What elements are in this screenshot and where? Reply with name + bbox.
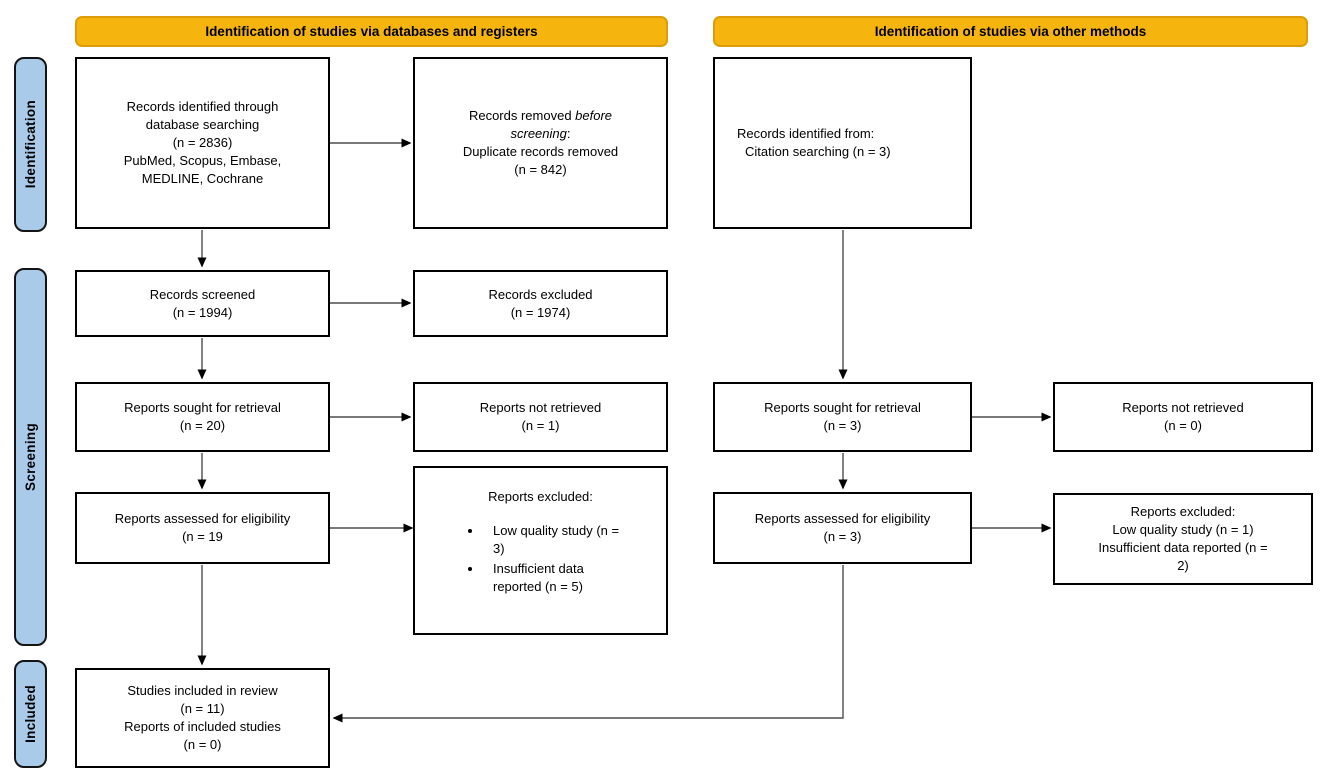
- box-records-other-line1: Records identified from:: [737, 126, 875, 142]
- box-records-removed-title: Records removed before screening:: [468, 108, 613, 142]
- stage-identification-text: Identification: [23, 100, 38, 189]
- box-records-removed-detail: Duplicate records removed (n = 842): [462, 144, 619, 177]
- box-reports-assessed-eligibility-databases: Reports assessed for eligibility (n = 19: [75, 492, 330, 564]
- box-records-screened-text: Records screened (n = 1994): [149, 286, 256, 320]
- banner-databases-label: Identification of studies via databases …: [205, 24, 538, 39]
- box-records-identified-other-methods: Records identified from: Citation search…: [713, 57, 972, 229]
- box-reports-excluded-db-list: Low quality study (n = 3) Insufficient d…: [423, 522, 619, 598]
- box-reports-assessed-other-text: Reports assessed for eligibility (n = 3): [754, 511, 931, 544]
- box-records-excluded-text: Records excluded (n = 1974): [488, 286, 593, 320]
- exclusion-reason-item: Low quality study (n = 3): [483, 522, 619, 558]
- box-records-screened: Records screened (n = 1994): [75, 270, 330, 337]
- stage-label-screening: Screening: [14, 268, 47, 646]
- box-reports-excluded-other: Reports excluded: Low quality study (n =…: [1053, 493, 1313, 585]
- box-reports-excluded-db-title: Reports excluded:: [488, 489, 593, 504]
- stage-label-included: Included: [14, 660, 47, 768]
- box-reports-not-retrieved-db-text: Reports not retrieved (n = 1): [479, 400, 602, 433]
- box-reports-sought-retrieval-databases: Reports sought for retrieval (n = 20): [75, 382, 330, 452]
- box-reports-not-retrieved-databases: Reports not retrieved (n = 1): [413, 382, 668, 452]
- box-reports-sought-retrieval-other: Reports sought for retrieval (n = 3): [713, 382, 972, 452]
- box-reports-excluded-other-text: Reports excluded: Low quality study (n =…: [1098, 504, 1268, 573]
- box-records-identified: Records identified through database sear…: [75, 57, 330, 229]
- box-reports-assessed-db-text: Reports assessed for eligibility (n = 19: [114, 511, 291, 544]
- box-reports-not-retrieved-other: Reports not retrieved (n = 0): [1053, 382, 1313, 452]
- box-reports-sought-other-text: Reports sought for retrieval (n = 3): [764, 400, 921, 433]
- exclusion-reason-item: Insufficient data reported (n = 5): [483, 560, 619, 596]
- box-reports-sought-db-text: Reports sought for retrieval (n = 20): [124, 400, 281, 433]
- stage-included-text: Included: [23, 685, 38, 743]
- box-records-other-line2: Citation searching (n = 3): [745, 144, 891, 159]
- stage-label-identification: Identification: [14, 57, 47, 232]
- box-records-removed-before-screening: Records removed before screening: Duplic…: [413, 57, 668, 229]
- box-records-identified-text: Records identified through database sear…: [123, 99, 282, 186]
- banner-databases-registers: Identification of studies via databases …: [75, 16, 668, 47]
- box-reports-not-retrieved-other-text: Reports not retrieved (n = 0): [1122, 400, 1244, 433]
- box-studies-included: Studies included in review (n = 11) Repo…: [75, 668, 330, 768]
- banner-other-label: Identification of studies via other meth…: [874, 24, 1147, 39]
- box-studies-included-text: Studies included in review (n = 11) Repo…: [124, 683, 281, 752]
- box-reports-assessed-eligibility-other: Reports assessed for eligibility (n = 3): [713, 492, 972, 564]
- stage-screening-text: Screening: [23, 423, 38, 491]
- box-records-excluded: Records excluded (n = 1974): [413, 270, 668, 337]
- banner-other-methods: Identification of studies via other meth…: [713, 16, 1308, 47]
- box-reports-excluded-databases: Reports excluded: Low quality study (n =…: [413, 466, 668, 635]
